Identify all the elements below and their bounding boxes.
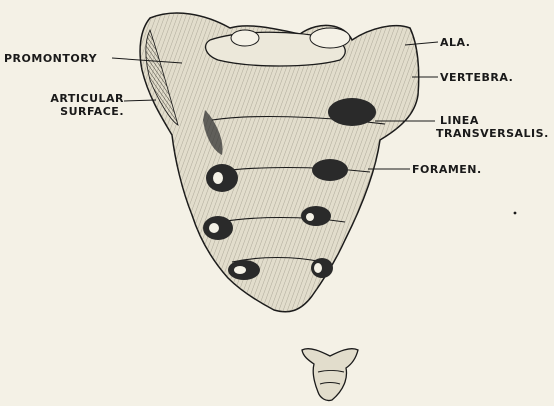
label-linea-transversalis: LINEA TRANSVERSALIS. — [436, 114, 554, 140]
foramen-right-1 — [328, 98, 376, 126]
foramen-right-2 — [312, 159, 348, 181]
label-promontory: PROMONTORY — [4, 52, 97, 65]
label-articular-line1: ARTICULAR — [14, 92, 124, 105]
foramen-right-3 — [301, 206, 331, 226]
label-articular-line2: SURFACE. — [14, 105, 124, 118]
label-ala: ALA. — [440, 36, 470, 49]
label-foramen: FORAMEN. — [412, 163, 482, 176]
speck — [514, 212, 517, 215]
coccyx — [302, 349, 358, 401]
label-linea-line1: LINEA — [436, 114, 554, 127]
label-vertebra: VERTEBRA. — [440, 71, 513, 84]
label-articular-surface: ARTICULAR SURFACE. — [14, 92, 124, 118]
label-linea-line2: TRANSVERSALIS. — [436, 127, 554, 140]
